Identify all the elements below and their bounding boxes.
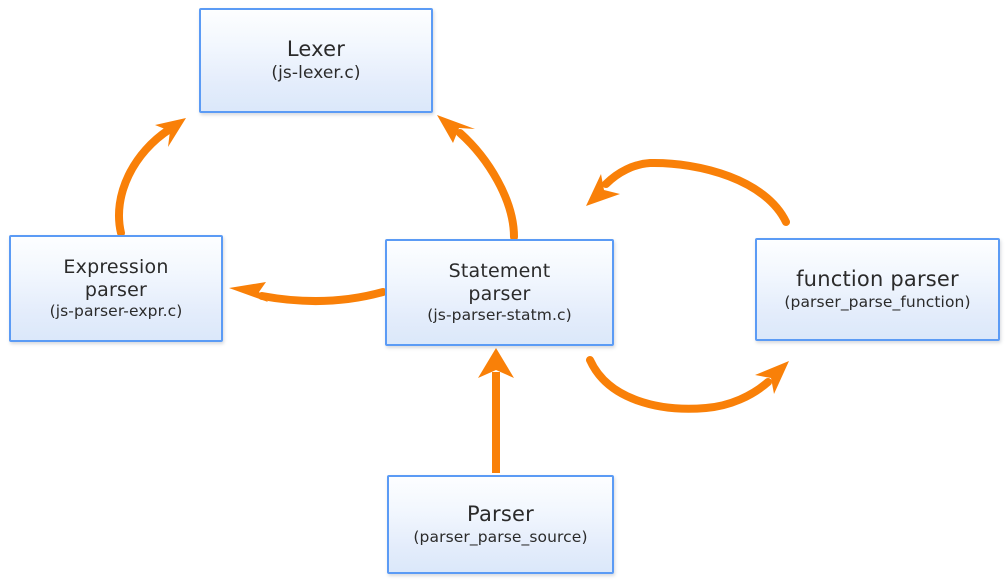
node-lexer[interactable]: Lexer (js-lexer.c): [199, 8, 433, 113]
edge-function-parser-to-statement-parser: [586, 158, 790, 226]
node-expression-parser[interactable]: Expression parser (js-parser-expr.c): [9, 235, 223, 342]
edge-statement-parser-to-lexer: [437, 115, 518, 241]
edge-expression-parser-to-lexer: [115, 118, 186, 237]
node-parser-title: Parser: [467, 502, 534, 527]
node-function-parser-title: function parser: [796, 267, 959, 292]
node-statement-parser-subtitle: (js-parser-statm.c): [427, 305, 572, 324]
edge-statement-parser-to-function-parser: [586, 356, 789, 413]
node-function-parser-subtitle: (parser_parse_function): [784, 292, 971, 311]
node-statement-parser[interactable]: Statement parser (js-parser-statm.c): [385, 239, 614, 346]
node-lexer-title: Lexer: [286, 37, 346, 62]
edge-statement-parser-to-expression-parser: [229, 282, 387, 306]
node-function-parser[interactable]: function parser (parser_parse_function): [755, 238, 1000, 341]
node-statement-parser-title: Statement parser: [448, 260, 551, 305]
node-expression-parser-title: Expression parser: [63, 256, 169, 301]
node-parser[interactable]: Parser (parser_parse_source): [387, 475, 614, 574]
edge-parser-to-statement-parser: [478, 348, 514, 473]
node-parser-subtitle: (parser_parse_source): [413, 527, 588, 546]
node-expression-parser-subtitle: (js-parser-expr.c): [49, 301, 183, 320]
node-lexer-subtitle: (js-lexer.c): [271, 62, 361, 83]
